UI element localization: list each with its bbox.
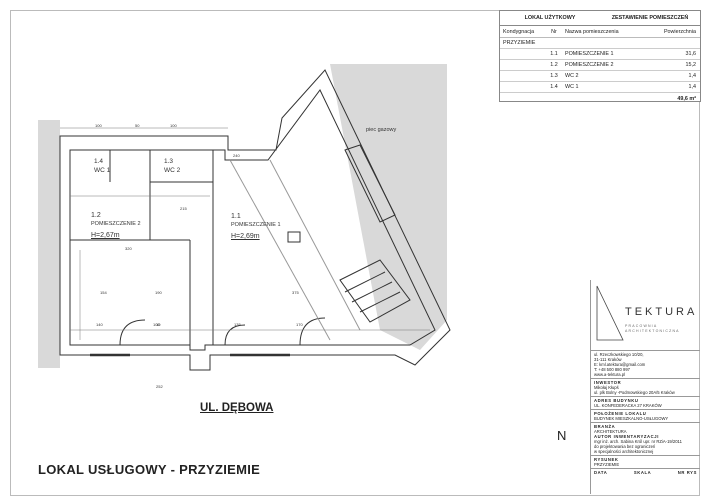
building-section: ADRES BUDYNKU UL. KONFEDERACKA 27 KRAKÓW	[591, 396, 700, 409]
location-value: BUDYNEK MIESZKALNO-USŁUGOWY	[594, 416, 669, 421]
drawing-number-label: NR RYS	[677, 470, 697, 475]
dim-label: 170	[296, 322, 303, 327]
table-row: 1.3 WC 2 1,4	[500, 71, 700, 82]
schedule-header: LOKAL UŻYTKOWY ZESTAWIENIE POMIESZCZEŃ	[500, 11, 700, 26]
phone-text: T: +48 500 880 997	[594, 367, 630, 372]
gas-boiler-label: piec gazowy	[366, 127, 397, 133]
drawing-section: RYSUNEK PRZYZIEMIE	[591, 455, 700, 468]
logo-text: TEKTURA	[625, 306, 698, 318]
row-area: 31,6	[685, 51, 697, 57]
title-block: TEKTURA PRACOWNIA ARCHITEKTONICZNA ul. R…	[590, 280, 700, 494]
room-1-1-height: H=2,69m	[231, 233, 260, 240]
address-line: 31-111 Kraków	[594, 357, 622, 362]
row-name: WC 1	[565, 84, 579, 90]
table-row: 1.2 POMIESZCZENIE 2 15,2	[500, 60, 700, 71]
dim-label: 140	[96, 322, 103, 327]
schedule-header-left: LOKAL UŻYTKOWY	[524, 15, 576, 21]
table-row: 1.1 POMIESZCZENIE 1 31,6	[500, 49, 700, 60]
dim-label: 375	[292, 290, 299, 295]
investor-label: INWESTOR	[594, 380, 622, 385]
logo-area: TEKTURA PRACOWNIA ARCHITEKTONICZNA	[591, 280, 700, 350]
row-nr: 1.2	[550, 62, 558, 68]
logo-icon	[596, 285, 624, 341]
office-info: ul. Rzeczkowskiego 10/20, 31-111 Kraków …	[591, 350, 700, 378]
plan-outline	[59, 69, 451, 371]
dim-label: 240	[233, 153, 240, 158]
row-nr: 1.4	[550, 84, 558, 90]
wc1-name: WC 1	[94, 167, 111, 174]
wc1-number: 1.4	[94, 158, 104, 165]
building-label: ADRES BUDYNKU	[594, 398, 639, 403]
dim-label: 50	[135, 123, 140, 128]
location-label: POŁOŻENIE LOKALU	[594, 411, 647, 416]
scale-label: SKALA	[633, 470, 652, 475]
dim-label: 100	[170, 123, 177, 128]
dim-label: 100	[153, 322, 160, 327]
email-text: E: kml.atektura@gmail.com	[594, 362, 646, 367]
left-neighbour	[38, 120, 60, 368]
col-name: Nazwa pomieszczenia	[565, 28, 619, 35]
investor-name: Mikołaj Kłupś	[594, 385, 619, 390]
branch-value: ARCHITEKTURA	[594, 429, 627, 434]
dim-label: 215	[180, 206, 187, 211]
schedule-total: 49,6 m²	[677, 95, 696, 102]
building-address: UL. KONFEDERACKA 27 KRAKÓW	[594, 403, 662, 408]
col-level: Kondygnacja	[503, 28, 535, 35]
room-1-2-number: 1.2	[91, 212, 101, 219]
neighbour-building	[330, 64, 447, 350]
row-area: 15,2	[685, 62, 697, 68]
author-label: AUTOR INWENTARYZACJI	[594, 434, 659, 439]
drawing-label: RYSUNEK	[594, 457, 619, 462]
dim-label: 320	[125, 246, 132, 251]
col-nr: Nr	[551, 28, 557, 35]
dim-label: 252	[156, 384, 163, 389]
dim-label: 10	[156, 322, 161, 327]
web-text: www.a-tektura.pl	[594, 372, 625, 377]
investor-section: INWESTOR Mikołaj Kłupś ul. plk Bolny -Po…	[591, 378, 700, 396]
dim-label: 135	[234, 322, 241, 327]
row-nr: 1.3	[550, 73, 558, 79]
author-name: mgr inż. arch. Sabina Król upr. nr RZiA-…	[594, 439, 682, 444]
meta-section: DATA SKALA NR RYS	[591, 468, 700, 476]
room-1-1-name: POMIESZCZENIE 1	[231, 222, 281, 228]
author-qualification: w specjalności architektonicznej	[594, 449, 654, 454]
row-name: POMIESZCZENIE 2	[565, 62, 614, 68]
table-row: 1.4 WC 1 1,4	[500, 82, 700, 93]
row-name: WC 2	[565, 73, 579, 79]
dim-label: 190	[155, 290, 162, 295]
sheet-title: LOKAL USŁUGOWY - PRZYZIEMIE	[38, 462, 261, 477]
room-1-2-height: H=2,67m	[91, 232, 120, 239]
room-schedule-table: LOKAL UŻYTKOWY ZESTAWIENIE POMIESZCZEŃ K…	[499, 10, 701, 102]
investor-address: ul. plk Bolny -Podmowskiego 20A/5 Kraków	[594, 390, 675, 395]
room-1-1-number: 1.1	[231, 213, 241, 220]
row-area: 1,4	[688, 84, 697, 90]
wc2-number: 1.3	[164, 158, 174, 165]
schedule-header-right: ZESTAWIENIE POMIESZCZEŃ	[611, 15, 689, 21]
north-arrow: N	[557, 428, 567, 443]
row-area: 1,4	[688, 73, 697, 79]
sheet-frame	[10, 10, 700, 496]
branch-section: BRANŻA ARCHITEKTURA AUTOR INWENTARYZACJI…	[591, 422, 700, 455]
row-nr: 1.1	[550, 51, 558, 57]
schedule-level: PRZYZIEMIE	[500, 38, 700, 49]
schedule-columns: Kondygnacja Nr Nazwa pomieszczenia Powie…	[500, 26, 700, 38]
street-label: UL. DĘBOWA	[200, 402, 274, 414]
author-qualification: do projektowania bez ograniczeń	[594, 444, 656, 449]
room-1-2-name: POMIESZCZENIE 2	[91, 221, 141, 227]
branch-label: BRANŻA	[594, 424, 616, 429]
row-name: POMIESZCZENIE 1	[565, 51, 614, 57]
dim-label: 100	[95, 123, 102, 128]
dim-label: 154	[100, 290, 107, 295]
col-area: Powierzchnia	[663, 28, 696, 35]
wc2-name: WC 2	[164, 167, 181, 174]
logo-subtitle: PRACOWNIA ARCHITEKTONICZNA	[625, 324, 680, 333]
date-label: DATA	[594, 470, 608, 475]
address-line: ul. Rzeczkowskiego 10/20,	[594, 352, 644, 357]
drawing-value: PRZYZIEMIE	[594, 462, 620, 467]
location-section: POŁOŻENIE LOKALU BUDYNEK MIESZKALNO-USŁU…	[591, 409, 700, 422]
